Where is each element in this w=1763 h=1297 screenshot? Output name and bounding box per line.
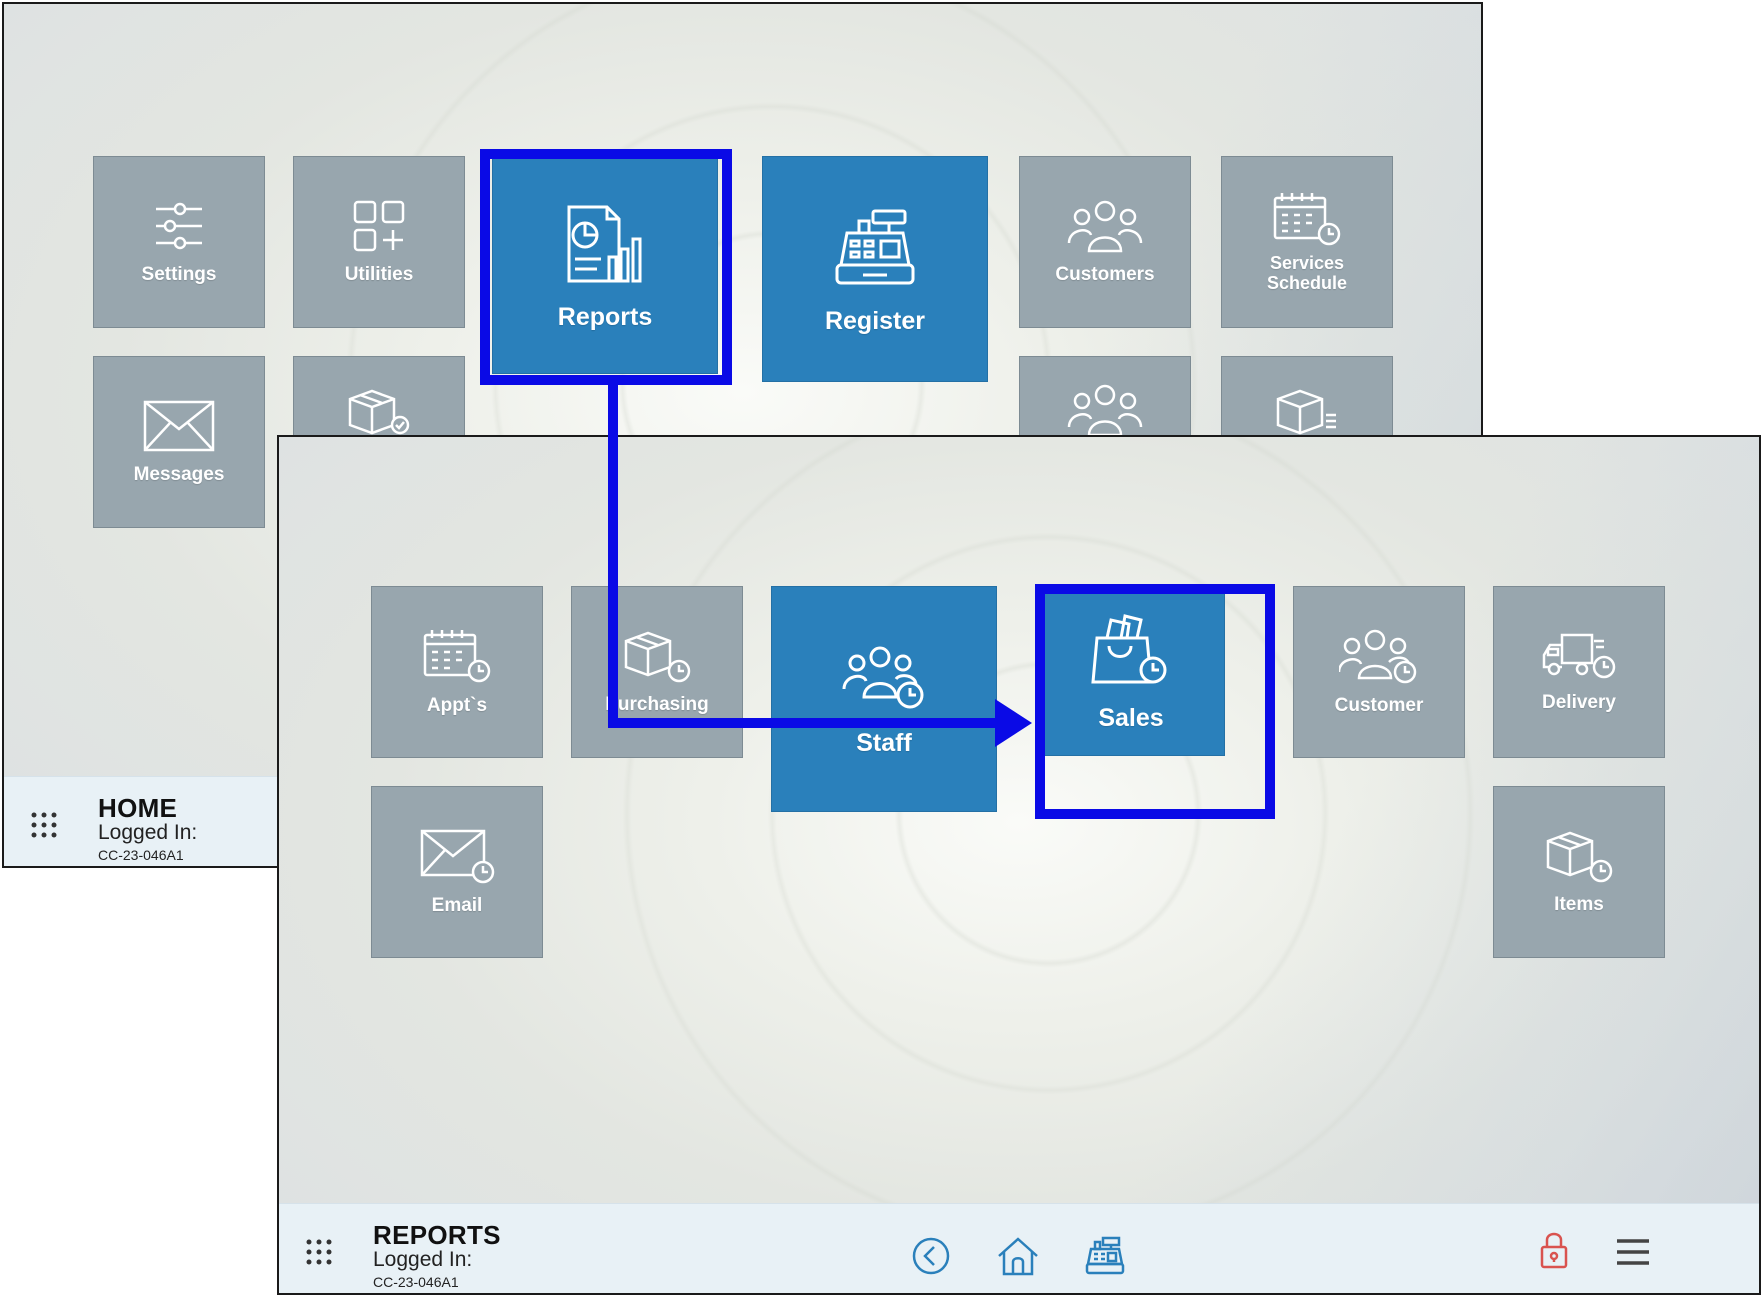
page-title: HOME: [98, 793, 178, 823]
services-schedule-label-line2: Schedule: [1266, 273, 1348, 293]
services-schedule-label-line1: Services: [1269, 253, 1345, 273]
sales-label: Sales: [1098, 704, 1164, 732]
envelope-clock-icon: [420, 829, 495, 884]
customer-label: Customer: [1334, 695, 1424, 716]
box-clock-icon: [1546, 831, 1613, 883]
truck-clock-icon: [1542, 633, 1616, 679]
report-chart-icon: [567, 205, 642, 283]
people-group-icon: [1067, 200, 1143, 253]
box-clock-icon: [624, 631, 691, 683]
box-list-icon: [1276, 389, 1336, 435]
items-tile[interactable]: Items: [1493, 786, 1665, 958]
reports-screen: Appt`s Purchasing Staff Sales: [277, 435, 1761, 1295]
purchasing-tile[interactable]: Purchasing: [571, 586, 743, 758]
people-group-icon: [1067, 384, 1143, 437]
purchasing-label: Purchasing: [605, 694, 709, 715]
register-button-icon[interactable]: [1085, 1236, 1125, 1276]
appts-label: Appt`s: [426, 695, 488, 716]
logged-in-label: Logged In:: [373, 1248, 473, 1271]
apps-grid-icon[interactable]: [30, 811, 58, 839]
services-schedule-label: Services Schedule: [1267, 253, 1347, 293]
home-button-icon[interactable]: [996, 1236, 1040, 1276]
box-clock-icon: [348, 389, 410, 435]
page-title: REPORTS: [373, 1220, 501, 1250]
email-tile[interactable]: Email: [371, 786, 543, 958]
reports-tile[interactable]: Reports: [492, 156, 718, 374]
register-tile[interactable]: Register: [762, 156, 988, 382]
email-label: Email: [431, 895, 483, 916]
messages-tile[interactable]: Messages: [93, 356, 265, 528]
back-button-icon[interactable]: [911, 1236, 951, 1276]
lock-icon[interactable]: [1539, 1230, 1569, 1270]
register-label: Register: [824, 307, 926, 335]
customers-label: Customers: [1055, 264, 1155, 285]
station-id: CC-23-046A1: [98, 847, 184, 863]
delivery-tile[interactable]: Delivery: [1493, 586, 1665, 758]
staff-clock-icon: [842, 646, 924, 709]
calendar-clock-icon: [1273, 193, 1341, 246]
customer-tile[interactable]: Customer: [1293, 586, 1465, 758]
settings-tile[interactable]: Settings: [93, 156, 265, 328]
sales-tile[interactable]: Sales: [1037, 586, 1225, 756]
staff-label: Staff: [856, 729, 912, 757]
hamburger-menu-icon[interactable]: [1615, 1238, 1651, 1266]
cash-register-icon: [835, 209, 915, 285]
delivery-label: Delivery: [1542, 692, 1616, 713]
utilities-label: Utilities: [344, 264, 414, 285]
services-schedule-tile[interactable]: Services Schedule: [1221, 156, 1393, 328]
sliders-icon: [156, 202, 202, 250]
people-clock-icon: [1339, 629, 1417, 684]
widgets-icon: [353, 200, 405, 252]
logged-in-label: Logged In:: [98, 821, 198, 844]
station-id: CC-23-046A1: [373, 1274, 459, 1290]
customers-tile[interactable]: Customers: [1019, 156, 1191, 328]
reports-label: Reports: [557, 303, 653, 331]
apps-grid-icon[interactable]: [305, 1238, 333, 1266]
settings-label: Settings: [141, 264, 217, 285]
appts-tile[interactable]: Appt`s: [371, 586, 543, 758]
shopping-bag-clock-icon: [1091, 614, 1167, 684]
envelope-icon: [143, 400, 215, 452]
messages-label: Messages: [133, 464, 225, 485]
reports-footer-bar: REPORTS Logged In: CC-23-046A1: [279, 1203, 1759, 1293]
utilities-tile[interactable]: Utilities: [293, 156, 465, 328]
items-label: Items: [1554, 894, 1604, 915]
staff-tile[interactable]: Staff: [771, 586, 997, 812]
calendar-clock-icon: [423, 630, 491, 683]
